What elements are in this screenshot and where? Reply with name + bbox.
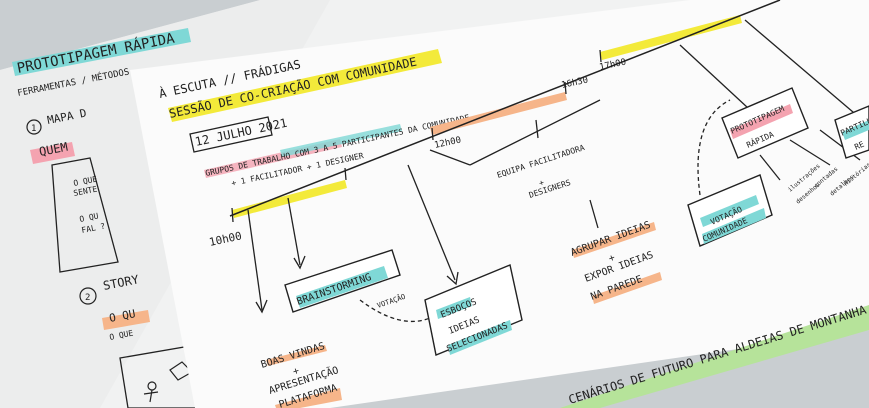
header-yellow-highlight (168, 49, 442, 122)
svg-text:1: 1 (31, 124, 36, 134)
back-section-2-label: STORY (102, 272, 141, 293)
number-1-circle (26, 119, 42, 135)
svg-text:+: + (292, 366, 301, 378)
svg-text:O QU: O QU (79, 211, 100, 224)
back-orange-highlight (102, 310, 150, 330)
svg-text:+: + (607, 252, 616, 264)
back-section-2-highlight: O QU (108, 307, 136, 325)
timeline-yellow-2 (600, 15, 742, 60)
back-card (51, 157, 119, 273)
partilha-line-2: RE (853, 140, 866, 152)
svg-text:2: 2 (85, 293, 90, 303)
date-box (189, 116, 273, 153)
svg-text:+: + (538, 178, 546, 188)
main-sheet: CENÁRIOS DE FUTURO PARA ALDEIAS DE MONTA… (130, 0, 869, 408)
back-section-1-highlight: QUEM (38, 140, 69, 159)
back-title-highlight (12, 28, 191, 76)
esbocos-box (424, 264, 523, 356)
timeline-yellow-1 (232, 180, 347, 218)
timeline-axis (229, 0, 781, 217)
back-pink-highlight (30, 142, 75, 164)
back-sketch-frame (119, 345, 205, 408)
number-2-circle (79, 287, 97, 305)
flow-arrows (247, 19, 861, 322)
bottom-green-band (560, 305, 869, 408)
